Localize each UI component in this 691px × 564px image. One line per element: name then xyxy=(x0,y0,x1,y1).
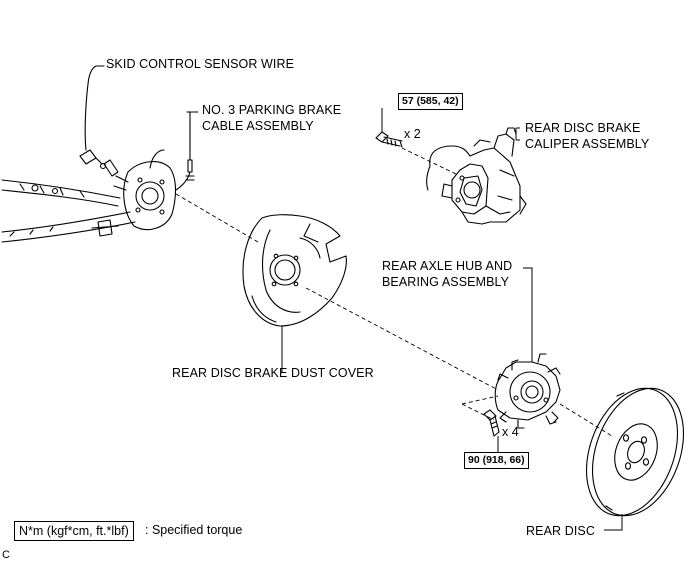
dust-cover-label: REAR DISC BRAKE DUST COVER xyxy=(172,366,374,380)
parking-brake-cable-illustration xyxy=(175,111,199,191)
rear-disc-illustration xyxy=(585,387,685,517)
dust-cover-illustration xyxy=(242,214,347,327)
hub-bolt-quantity: x 4 xyxy=(502,425,519,439)
torque-legend-description: : Specified torque xyxy=(145,523,243,537)
rear-disc-label: REAR DISC xyxy=(526,524,595,538)
torque-legend-box: N*m (kgf*cm, ft.*lbf) xyxy=(14,521,134,541)
axle-hub-illustration xyxy=(494,353,561,429)
skid-sensor-wire-illustration xyxy=(79,65,107,170)
suspension-arm-illustration xyxy=(1,179,136,243)
caliper-bolt-illustration xyxy=(375,131,403,148)
hub-bolt-torque: 90 (918, 66) xyxy=(464,452,529,469)
caliper-label-line1: REAR DISC BRAKE xyxy=(525,121,641,135)
caliper-bolt-quantity: x 2 xyxy=(404,127,421,141)
hub-label-line1: REAR AXLE HUB AND xyxy=(382,259,513,273)
caliper-illustration xyxy=(426,127,527,225)
figure-code: C xyxy=(2,549,10,561)
hub-label-line2: BEARING ASSEMBLY xyxy=(382,275,510,289)
caliper-label-line2: CALIPER ASSEMBLY xyxy=(525,137,650,151)
parking-cable-label-line2: CABLE ASSEMBLY xyxy=(202,119,314,133)
alignment-lines xyxy=(175,147,613,437)
steering-knuckle-illustration xyxy=(103,149,177,231)
leader-lines xyxy=(281,108,623,531)
skid-sensor-wire-label: SKID CONTROL SENSOR WIRE xyxy=(106,57,295,71)
hub-bolt-illustration xyxy=(483,409,500,437)
parking-cable-label-line1: NO. 3 PARKING BRAKE xyxy=(202,103,342,117)
caliper-bolt-torque: 57 (585, 42) xyxy=(398,93,463,110)
